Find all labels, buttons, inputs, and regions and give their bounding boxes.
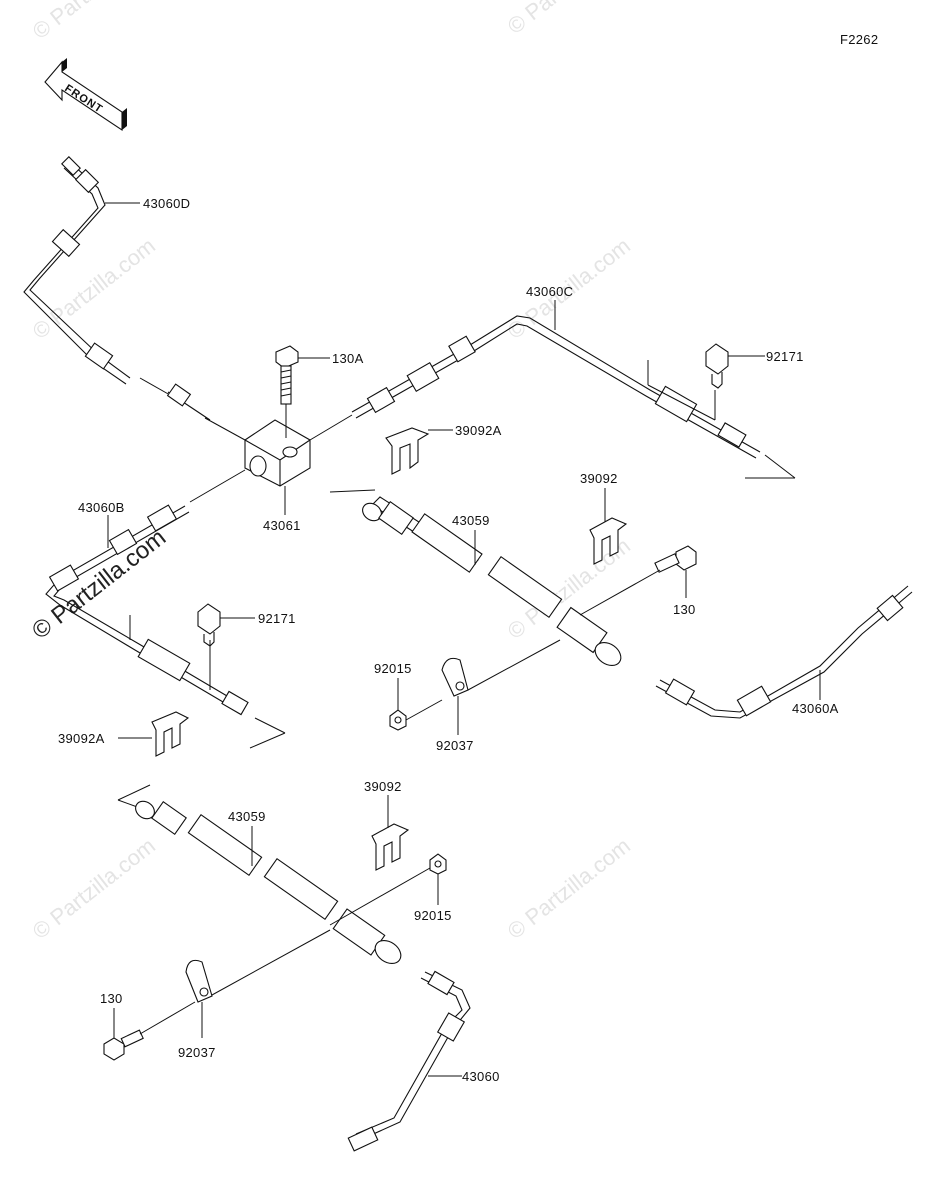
part-label-130-bottom: 130 (100, 991, 123, 1006)
watermark: © Partzilla.com (503, 0, 635, 39)
watermark: © Partzilla.com (28, 833, 160, 944)
clip-92171-top-icon (705, 343, 729, 389)
clip-39092-top-icon (589, 517, 628, 565)
part-label-43060C: 43060C (526, 284, 573, 299)
pipe-fitting-left-top (166, 383, 211, 421)
brake-pipe-43060 (347, 970, 471, 1152)
part-label-92037-bottom: 92037 (178, 1045, 216, 1060)
part-label-43060: 43060 (462, 1069, 500, 1084)
clamp-92037-bottom-icon (185, 959, 213, 1003)
part-label-92171-top: 92171 (766, 349, 804, 364)
bolt-130-right-icon (654, 545, 697, 573)
watermarks: © Partzilla.com © Partzilla.com © Partzi… (27, 0, 635, 944)
part-label-43061: 43061 (263, 518, 301, 533)
part-label-39092A-left: 39092A (58, 731, 105, 746)
part-label-92037-top: 92037 (436, 738, 474, 753)
part-label-92015-bottom: 92015 (414, 908, 452, 923)
brake-pipe-43060A (655, 585, 913, 719)
brake-hose-43059-bottom (135, 800, 402, 965)
brake-pipe-43060D (23, 156, 131, 385)
clip-39092A-left-icon (151, 711, 190, 757)
nut-92015-bottom-icon (429, 853, 447, 875)
clip-92171-left-icon (197, 603, 221, 647)
front-arrow-icon: FRONT (44, 58, 127, 132)
clip-39092-bottom-icon (371, 823, 410, 871)
part-label-39092A-top: 39092A (455, 423, 502, 438)
watermark: © Partzilla.com (28, 0, 160, 44)
part-label-43060D: 43060D (143, 196, 190, 211)
part-label-92171-left: 92171 (258, 611, 296, 626)
watermark: © Partzilla.com (28, 233, 160, 344)
part-label-39092-top: 39092 (580, 471, 618, 486)
brake-pipe-43060C (351, 315, 761, 459)
clamp-92037-top-icon (441, 657, 469, 697)
clip-39092A-top-icon (385, 427, 430, 475)
bolt-130A-icon (275, 345, 299, 405)
part-label-43060B: 43060B (78, 500, 125, 515)
part-label-92015-top: 92015 (374, 661, 412, 676)
bolt-130-bottom-icon (103, 1029, 144, 1061)
part-label-43059-bottom: 43059 (228, 809, 266, 824)
brake-pipe-43060B (45, 504, 249, 716)
junction-block-43061 (244, 419, 311, 487)
brake-hose-43059-top (362, 496, 622, 667)
watermark: © Partzilla.com (503, 833, 635, 944)
part-label-130A: 130A (332, 351, 364, 366)
nut-92015-top-icon (389, 709, 407, 731)
part-label-43060A: 43060A (792, 701, 839, 716)
part-label-39092-bottom: 39092 (364, 779, 402, 794)
part-label-130-right: 130 (673, 602, 696, 617)
watermark-main: © Partzilla.com (27, 524, 171, 645)
figure-code: F2262 (840, 32, 878, 47)
part-label-43059-top: 43059 (452, 513, 490, 528)
